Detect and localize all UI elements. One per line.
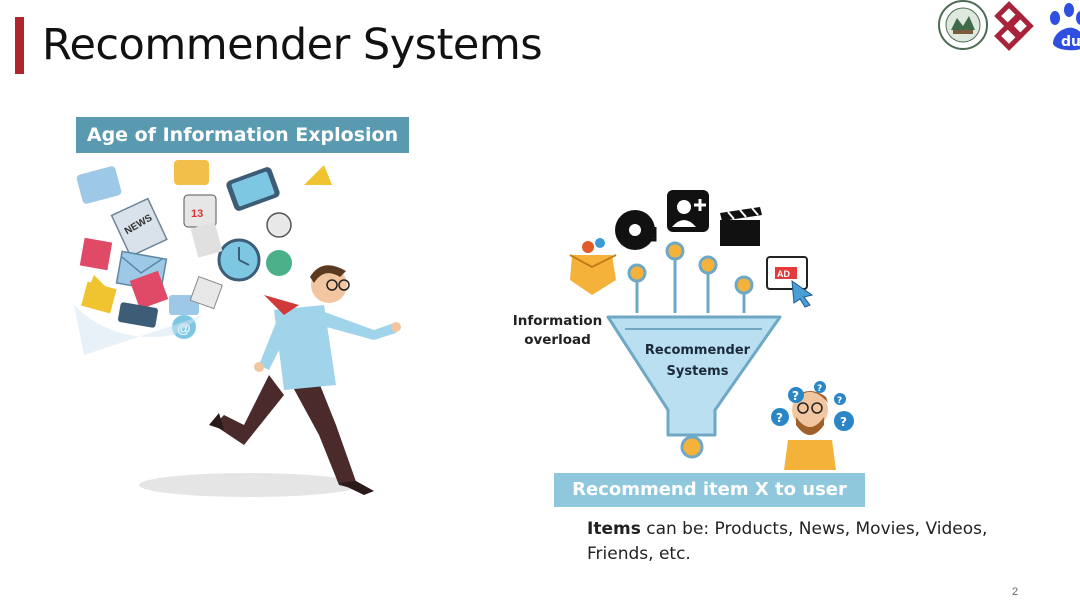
question-mark-icon: ? ? ? ? ?: [771, 381, 854, 431]
svg-text:?: ?: [792, 389, 799, 403]
polyu-logo: [994, 1, 1034, 51]
funnel-shape: [606, 315, 782, 459]
add-friend-icon: [667, 190, 709, 232]
product-box-icon: [569, 238, 617, 295]
baidu-logo: du: [1050, 3, 1080, 51]
svg-text:?: ?: [840, 415, 847, 429]
svg-text:?: ?: [837, 396, 842, 406]
svg-text:AD: AD: [777, 269, 790, 279]
items-description: Items can be: Products, News, Movies, Vi…: [587, 517, 1007, 567]
clapperboard-icon: [720, 207, 762, 246]
items-bold-label: Items: [587, 519, 641, 539]
recommend-item-banner: Recommend item X to user: [554, 473, 865, 507]
running-man-figure: [139, 265, 401, 497]
svg-text:du: du: [1061, 34, 1080, 50]
advertisement-icon: AD: [766, 256, 814, 308]
university-seal-logo: [938, 0, 988, 50]
slide-title: Recommender Systems: [42, 20, 543, 70]
information-icons-cloud: NEWS 13 @: [74, 160, 332, 355]
music-disc-icon: [615, 210, 657, 250]
age-of-information-banner: Age of Information Explosion: [76, 117, 409, 153]
items-list-text: can be: Products, News, Movies, Videos, …: [587, 519, 988, 564]
funnel-pins: [627, 241, 754, 313]
count-badge: 13: [191, 208, 203, 220]
recommender-funnel-diagram: AD ? ? ? ? ?: [569, 190, 854, 470]
institution-logos: du: [938, 0, 1080, 51]
information-overload-label: Information overload: [512, 313, 603, 348]
information-explosion-illustration: NEWS 13 @: [74, 160, 401, 497]
title-accent-bar: [15, 17, 24, 74]
svg-text:?: ?: [817, 384, 822, 394]
svg-text:?: ?: [776, 411, 783, 425]
funnel-label: Recommender Systems: [644, 343, 751, 379]
page-number: 2: [1012, 586, 1019, 598]
